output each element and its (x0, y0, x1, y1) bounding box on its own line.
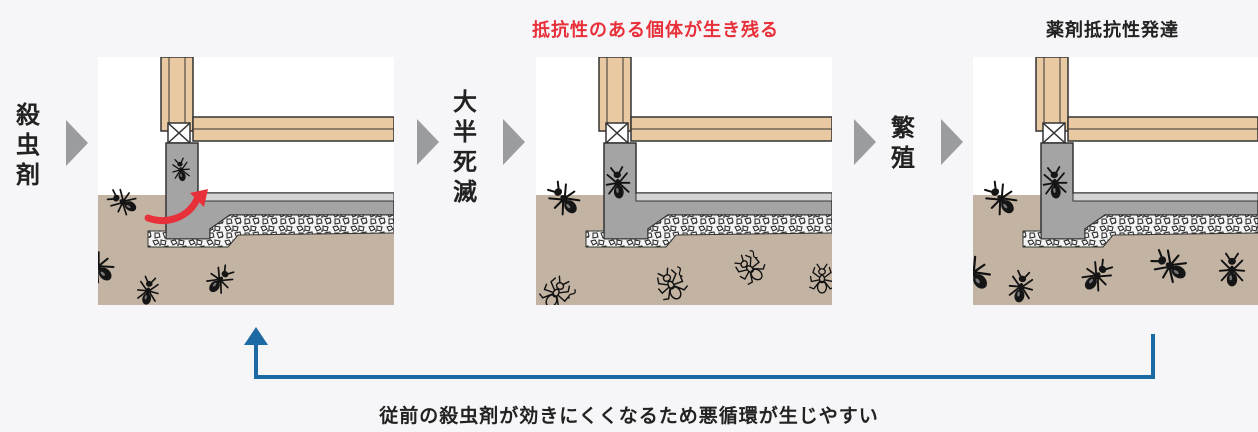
label-insecticide: 殺虫剤 (16, 101, 40, 189)
panel-resistance-developed (973, 57, 1258, 305)
panel-most-killed (536, 57, 832, 305)
caption-resistant-survive: 抵抗性のある個体が生き残る (532, 20, 779, 41)
cycle-description: 従前の殺虫剤が効きにくくなるため悪循環が生じやすい (379, 405, 879, 427)
label-breeding: 繁殖 (891, 114, 915, 172)
label-mostly-killed: 大半死滅 (453, 88, 477, 206)
panel-insecticide-applied (98, 57, 394, 305)
caption-resistance-developed: 薬剤抵抗性発達 (1046, 20, 1179, 41)
